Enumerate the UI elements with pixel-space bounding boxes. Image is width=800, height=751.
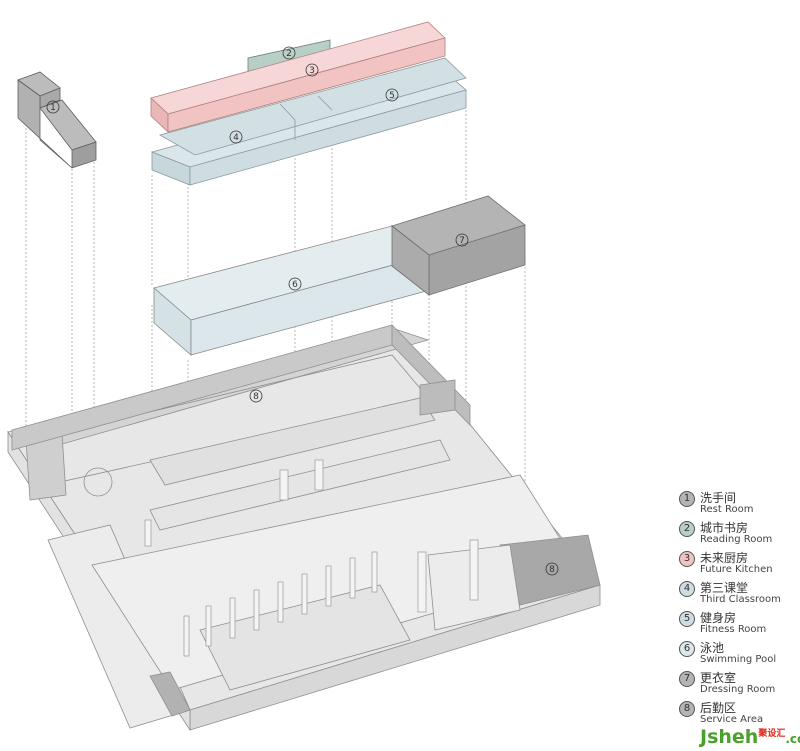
legend-number: 2 [679,521,695,537]
legend-label-en: Future Kitchen [700,564,773,575]
watermark: Jsheh聚设汇.com [700,726,800,748]
rest-room-block [17,71,97,169]
svg-text:8: 8 [549,565,555,575]
label-room8: 8 [249,389,263,403]
label-room4: 4 [229,130,243,144]
legend-number: 3 [679,551,695,567]
legend-number: 7 [679,671,695,687]
room-labels: 1 2 3 4 5 6 7 8 8 [46,46,559,576]
legend-number: 6 [679,641,695,657]
svg-text:6: 6 [292,280,298,290]
legend-label-zh: 健身房 [700,611,737,625]
legend-number: 4 [679,581,695,597]
dressing-room-block [391,195,526,296]
legend-label-en: Third Classroom [700,594,781,605]
legend-label-zh: 泳池 [700,641,725,655]
svg-text:4: 4 [233,133,239,143]
watermark-suffix: 聚设汇 [758,729,786,739]
legend-label-en: Dressing Room [700,684,776,695]
label-room2: 2 [282,46,296,60]
svg-text:8: 8 [253,392,259,402]
legend-label-en: Rest Room [700,504,754,515]
partitions [144,459,479,657]
legend-label-zh: 更衣室 [700,671,737,685]
legend-label-zh: 洗手间 [700,491,737,505]
legend-label-en: Service Area [700,714,764,725]
legend-label-zh: 第三课堂 [700,581,749,595]
legend-label-zh: 城市书房 [700,521,749,535]
svg-text:7: 7 [459,236,465,246]
svg-text:3: 3 [309,66,315,76]
future-kitchen-block [150,21,446,133]
svg-text:1: 1 [50,103,56,113]
label-room3: 3 [305,63,319,77]
service-area-wall [11,324,471,451]
legend-number: 5 [679,611,695,627]
svg-text:5: 5 [389,91,395,101]
label-room5: 5 [385,88,399,102]
svg-text:2: 2 [286,49,292,59]
legend-label-zh: 未来厨房 [700,551,749,565]
label-room7: 7 [455,233,469,247]
watermark-brand: Jsheh [700,726,759,748]
label-room1: 1 [46,100,60,114]
watermark-domain: .com [785,732,800,746]
legend-label-en: Fitness Room [700,624,767,635]
legend-label-zh: 后勤区 [700,701,737,715]
legend-label-en: Swimming Pool [700,654,777,665]
label-room6: 6 [288,277,302,291]
label-room8b: 8 [545,562,559,576]
ground-floor-plan [7,327,601,732]
legend-label-en: Reading Room [700,534,773,545]
legend-number: 1 [679,491,695,507]
legend-number: 8 [679,701,695,717]
